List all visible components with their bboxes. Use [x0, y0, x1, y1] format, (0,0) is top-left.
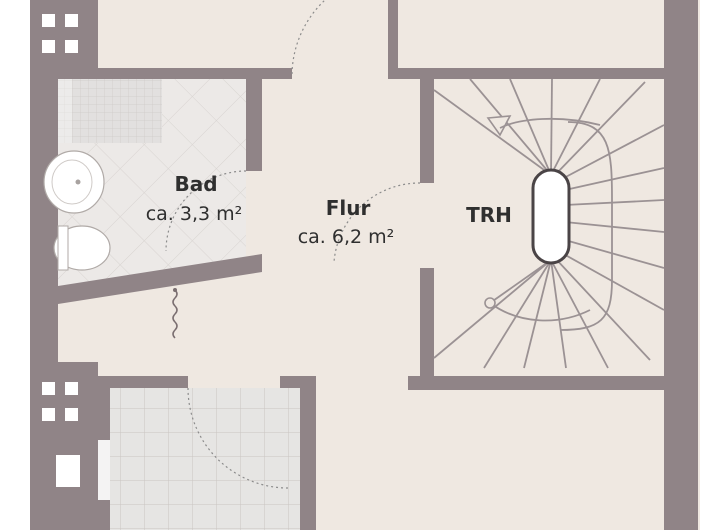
stair-center-post	[531, 168, 571, 265]
wall-top-left	[30, 68, 292, 79]
sink-icon	[43, 150, 105, 214]
wall-lower-divider	[300, 376, 316, 530]
stair-wall-bottom	[408, 376, 698, 390]
window-block-top	[30, 0, 98, 68]
flur-name: Flur	[326, 196, 371, 220]
outer-wall-right	[664, 0, 698, 530]
wall-top-divider	[388, 0, 398, 79]
window-block-bottom	[30, 362, 98, 530]
room-lower-right	[316, 390, 664, 530]
door-arc-top	[291, 0, 326, 75]
door-arc-bath	[165, 170, 247, 252]
staircase	[433, 78, 665, 369]
toilet-icon	[53, 225, 111, 271]
bad-name: Bad	[174, 172, 217, 196]
flur-area: ca. 6,2 m²	[298, 226, 395, 248]
door-arc-stair	[333, 182, 421, 263]
heater-icon	[172, 289, 178, 339]
door-arc-lower-left	[187, 387, 289, 489]
stair-wall-left-lower	[420, 268, 434, 388]
bath-wall-right-upper	[246, 79, 262, 171]
wall-lower-left	[98, 376, 188, 388]
tiled-room	[110, 388, 300, 530]
stair-label: TRH	[466, 203, 512, 227]
wall-top-right	[398, 68, 698, 79]
bad-area: ca. 3,3 m²	[146, 203, 243, 225]
bathroom	[43, 79, 262, 304]
window-icon	[42, 382, 80, 487]
bath-wall-bottom	[58, 254, 262, 304]
stair-wall-left-upper	[420, 79, 434, 183]
window-icon	[42, 14, 78, 53]
